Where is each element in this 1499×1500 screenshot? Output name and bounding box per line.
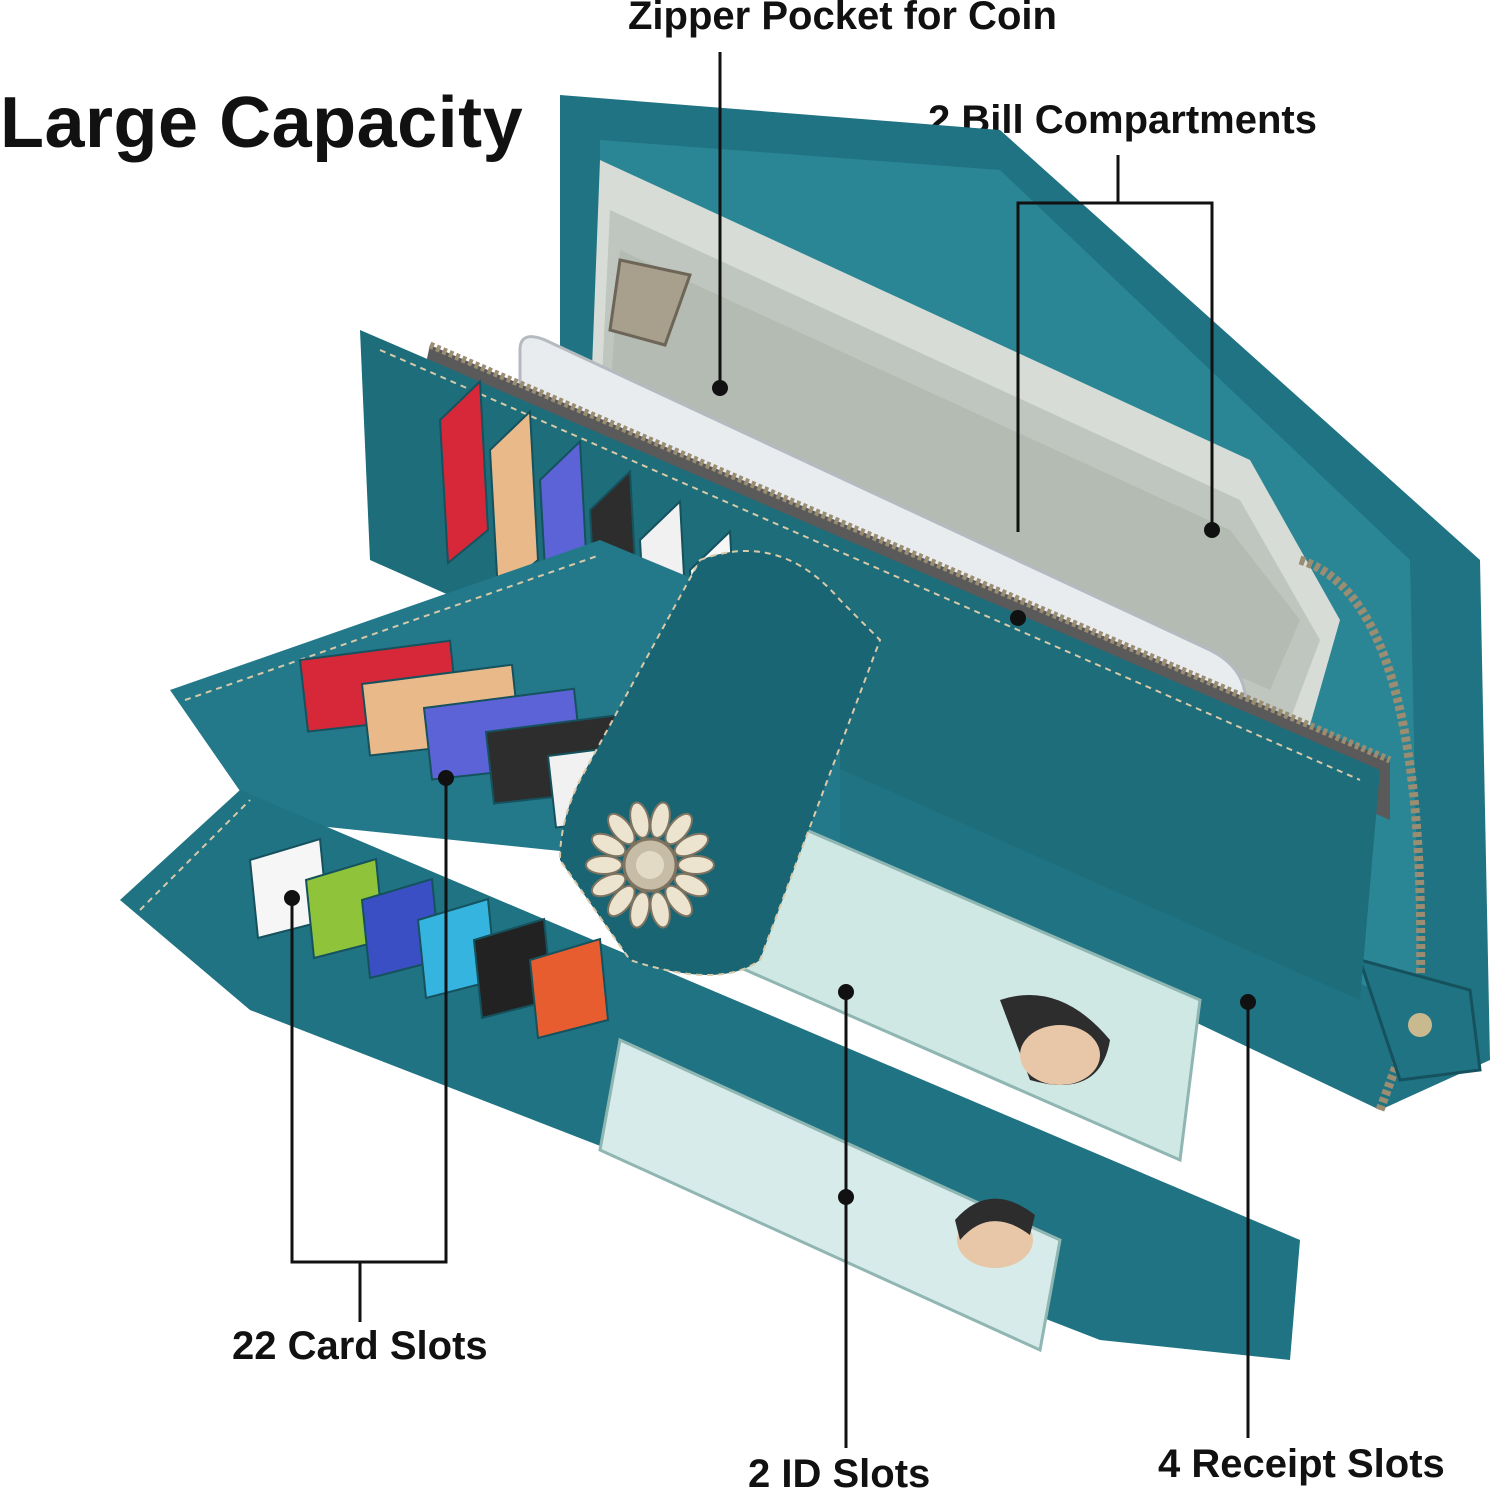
snap-button-icon bbox=[585, 801, 715, 929]
snap-petal bbox=[664, 884, 693, 918]
callout-id-slots: 2 ID Slots bbox=[748, 1452, 931, 1496]
id-window-2 bbox=[598, 1037, 1062, 1353]
dot-id-2 bbox=[838, 1189, 854, 1205]
snap-strap bbox=[558, 550, 882, 976]
card-in-slot bbox=[438, 379, 490, 566]
snap-petal bbox=[649, 801, 671, 839]
page-title: Large Capacity bbox=[0, 83, 524, 163]
snap-petal bbox=[664, 812, 693, 846]
dot-card-1 bbox=[284, 890, 300, 906]
snap-petal bbox=[673, 872, 710, 898]
snap-petal bbox=[590, 832, 627, 858]
callout-zipper-pocket: Zipper Pocket for Coin bbox=[628, 0, 1057, 38]
snap-petal bbox=[629, 891, 651, 929]
dot-id-1 bbox=[838, 984, 854, 1000]
leader-dots bbox=[284, 380, 1256, 1205]
card-in-slot bbox=[528, 937, 610, 1040]
snap-petal bbox=[629, 801, 651, 839]
card-in-slot bbox=[488, 409, 540, 596]
callout-card-slots: 22 Card Slots bbox=[232, 1324, 488, 1368]
snap-petal bbox=[649, 891, 671, 929]
leader-lines bbox=[290, 52, 1250, 1448]
leader-bill-bracket bbox=[1016, 201, 1214, 532]
snap-petal bbox=[673, 832, 710, 858]
callout-receipt-slots: 4 Receipt Slots bbox=[1158, 1442, 1445, 1486]
id-window-1 bbox=[698, 808, 1202, 1163]
snap-petal bbox=[677, 855, 715, 875]
leader-card-bracket bbox=[290, 778, 448, 1264]
zipper-track bbox=[1298, 555, 1426, 1112]
dot-bill-2 bbox=[1204, 522, 1220, 538]
snap-petal bbox=[607, 812, 636, 846]
snap-petal bbox=[590, 872, 627, 898]
dot-bill-1 bbox=[1010, 610, 1026, 626]
snap-petal bbox=[607, 884, 636, 918]
snap-petal bbox=[585, 855, 623, 875]
dot-receipt bbox=[1240, 994, 1256, 1010]
dot-card-2 bbox=[438, 770, 454, 786]
dot-zipper-pocket bbox=[712, 380, 728, 396]
zipper-rivet-icon bbox=[1408, 1013, 1432, 1037]
bill-stack bbox=[590, 160, 1340, 760]
